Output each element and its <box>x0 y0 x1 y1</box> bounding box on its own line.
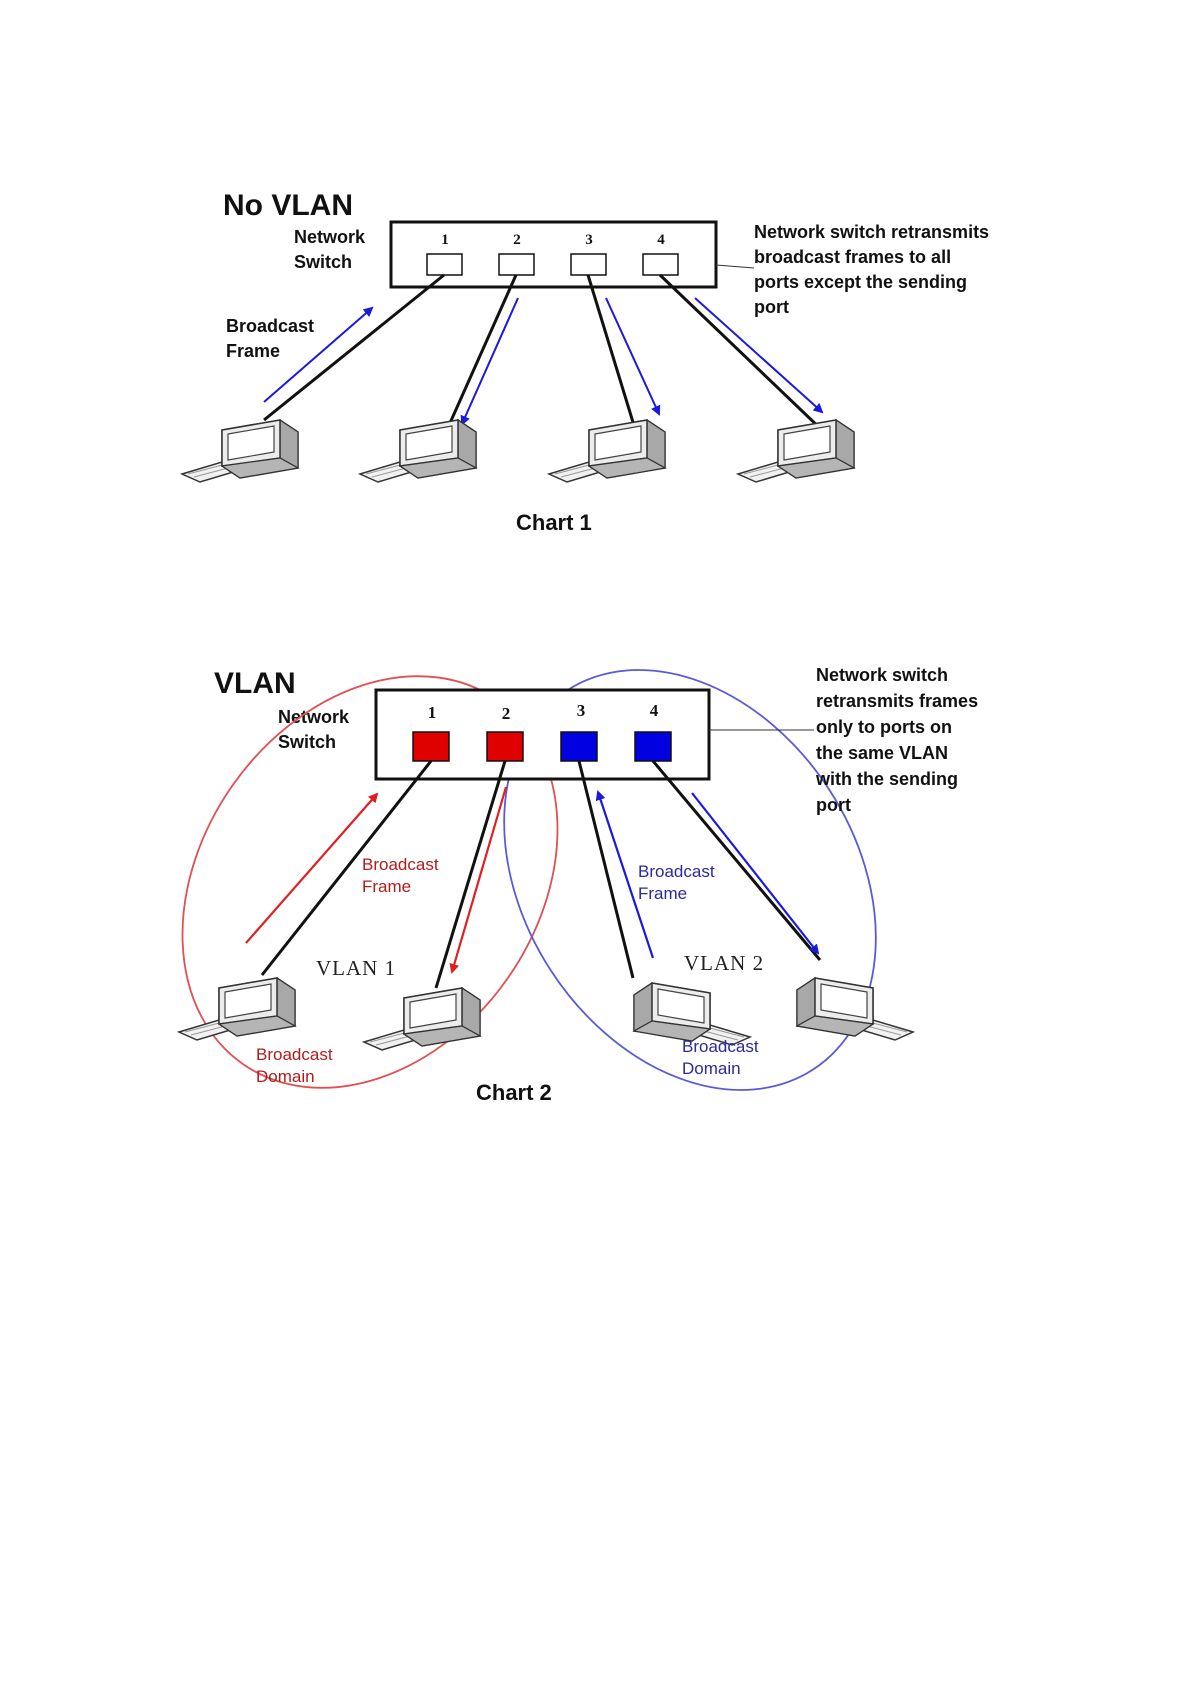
chart1-cable-3 <box>586 274 638 433</box>
chart1-port-3 <box>570 253 607 276</box>
chart1-cable-1 <box>263 273 445 422</box>
chart1-note-leader <box>715 264 755 269</box>
vlan1-broadcast-frame-line1: Broadcast <box>362 855 439 874</box>
chart1-broadcast-arrow-out-4 <box>694 297 824 414</box>
chart1-title: No VLAN <box>223 189 353 222</box>
chart2: VLAN Network Switch 1 2 3 4 Network swit… <box>178 665 978 1105</box>
chart2-port-4-vlan2 <box>634 731 672 762</box>
vlan1-broadcast-frame-line2: Frame <box>362 877 411 896</box>
chart2-port-3-vlan2 <box>560 731 598 762</box>
chart1-port-number-3: 3 <box>585 232 593 248</box>
chart1: No VLAN Network Switch 1 2 3 4 Network s… <box>181 189 989 535</box>
chart2-cable-1 <box>260 760 433 976</box>
computer-icon <box>359 419 477 483</box>
chart2-switch-label-line2: Switch <box>278 732 336 752</box>
chart2-port-2-vlan1 <box>486 731 524 762</box>
computer-icon <box>633 982 751 1046</box>
vlan2-broadcast-arrow-out <box>691 792 820 955</box>
chart1-broadcast-arrow-in <box>263 306 374 403</box>
chart2-note-line6: port <box>816 795 851 815</box>
chart1-switch-label-line2: Switch <box>294 252 352 272</box>
chart2-port-number-1: 1 <box>428 703 437 722</box>
chart1-port-4 <box>642 253 679 276</box>
chart1-port-2 <box>498 253 535 276</box>
vlan2-broadcast-frame-line1: Broadcast <box>638 862 715 881</box>
computer-icon <box>181 419 299 483</box>
vlan2-broadcast-frame-line2: Frame <box>638 884 687 903</box>
chart1-note-line4: port <box>754 297 789 317</box>
computer-icon <box>737 419 855 483</box>
chart2-note-line2: retransmits frames <box>816 691 978 711</box>
vlan2-label: VLAN 2 <box>684 951 764 975</box>
chart1-caption: Chart 1 <box>516 510 592 535</box>
vlan2-broadcast-domain-line1: Broadcast <box>682 1037 759 1056</box>
computer-icon <box>796 977 914 1041</box>
chart1-broadcast-label-line2: Frame <box>226 341 280 361</box>
chart1-broadcast-label-line1: Broadcast <box>226 316 314 336</box>
chart2-switch-label-line1: Network <box>278 707 350 727</box>
chart1-cable-2 <box>444 274 518 433</box>
chart2-port-number-3: 3 <box>577 701 586 720</box>
chart2-port-number-4: 4 <box>650 701 659 720</box>
chart1-port-number-1: 1 <box>441 232 449 248</box>
chart1-broadcast-arrow-out-3 <box>605 297 661 416</box>
chart1-switch-label-line1: Network <box>294 227 366 247</box>
computer-icon <box>548 419 666 483</box>
vlan2-broadcast-domain-line2: Domain <box>682 1059 741 1078</box>
chart2-title: VLAN <box>214 667 296 700</box>
chart2-caption: Chart 2 <box>476 1080 552 1105</box>
chart2-cable-3 <box>577 760 635 979</box>
chart2-note-line5: with the sending <box>815 769 958 789</box>
chart1-note-line2: broadcast frames to all <box>754 247 951 267</box>
chart2-note-line1: Network switch <box>816 665 948 685</box>
chart1-broadcast-arrow-out-2 <box>460 297 519 426</box>
vlan1-label: VLAN 1 <box>316 956 396 980</box>
chart2-port-number-2: 2 <box>502 704 511 723</box>
chart2-cable-4 <box>651 760 822 961</box>
chart2-note-line3: only to ports on <box>816 717 952 737</box>
chart1-port-1 <box>426 253 463 276</box>
vlan1-broadcast-arrow-out <box>449 786 508 974</box>
vlan2-broadcast-arrow-in <box>595 790 655 959</box>
chart1-note-line1: Network switch retransmits <box>754 222 989 242</box>
vlan1-broadcast-arrow-in <box>245 792 379 944</box>
chart1-port-number-4: 4 <box>657 232 665 248</box>
chart1-note-line3: ports except the sending <box>754 272 967 292</box>
computer-icon <box>178 977 296 1041</box>
chart2-cable-2 <box>434 760 507 989</box>
chart1-cable-4 <box>658 273 826 434</box>
chart2-port-1-vlan1 <box>412 731 450 762</box>
computer-icon <box>363 987 481 1051</box>
vlan1-broadcast-domain-line1: Broadcast <box>256 1045 333 1064</box>
chart1-port-number-2: 2 <box>513 232 521 248</box>
vlan1-broadcast-domain-line2: Domain <box>256 1067 315 1086</box>
chart2-note-line4: the same VLAN <box>816 743 948 763</box>
